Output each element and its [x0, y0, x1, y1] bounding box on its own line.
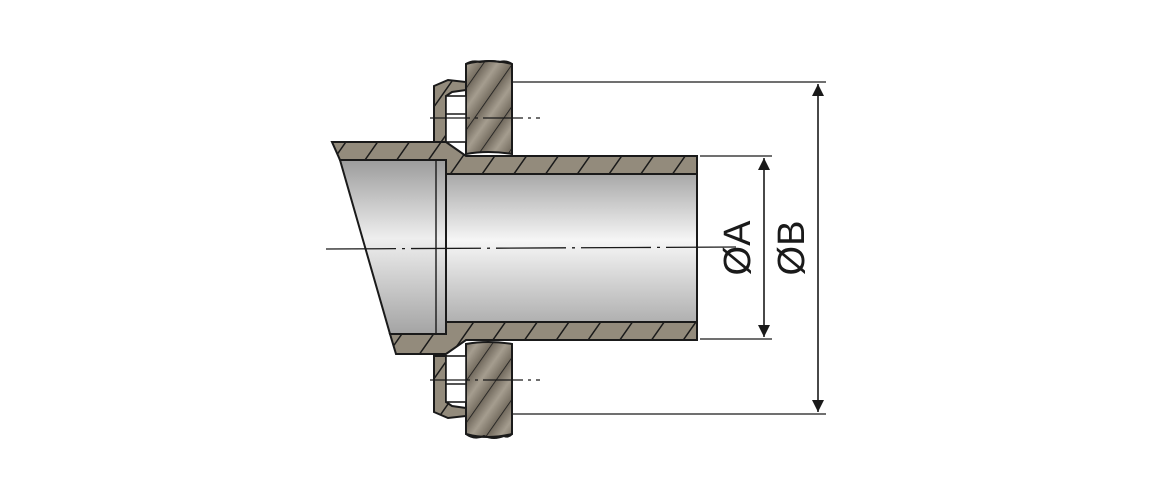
extension-lines: [512, 81, 826, 415]
flange-bottom: [433, 355, 467, 420]
dimension-b-label: ØB: [771, 221, 813, 276]
hull-wall-bottom: [465, 341, 513, 439]
dimension-b: ØB: [771, 84, 824, 412]
bolt-centre-lines: [430, 117, 540, 381]
dimension-a: ØA: [717, 158, 770, 337]
centre-line: [325, 246, 739, 250]
hull-wall-top: [465, 60, 513, 156]
cone-bore: [338, 159, 447, 335]
dimension-a-label: ØA: [717, 220, 759, 276]
flange-top: [433, 78, 467, 143]
